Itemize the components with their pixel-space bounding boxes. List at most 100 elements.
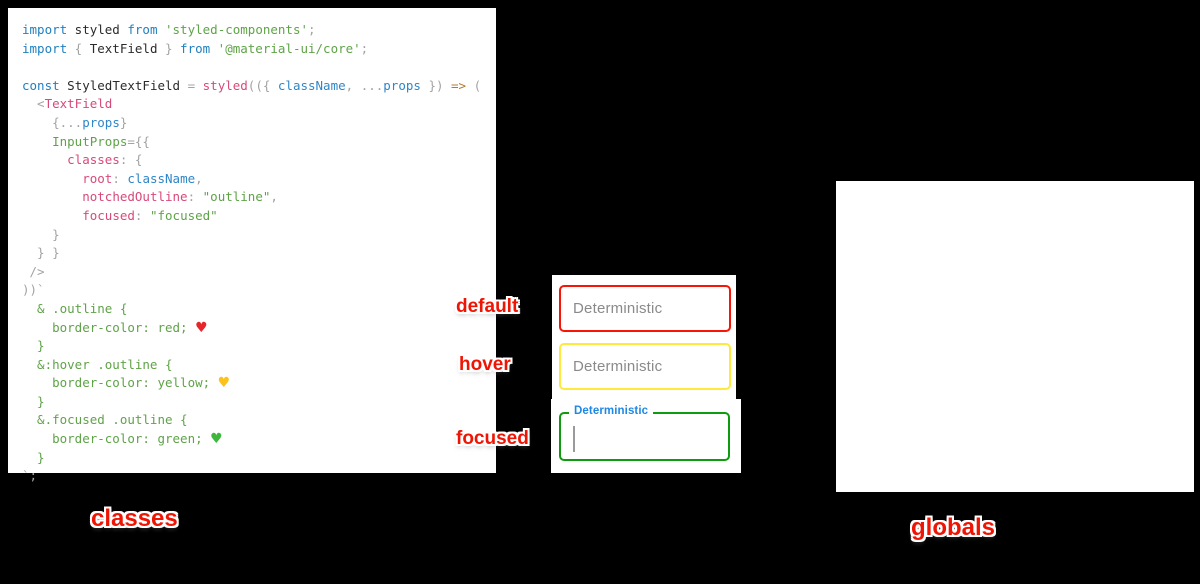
code-token-pun: } }	[22, 245, 60, 261]
code-line: }	[22, 337, 481, 356]
code-token-pun: />	[22, 263, 45, 279]
code-line: InputProps={{	[22, 133, 481, 152]
code-token-pun	[22, 189, 82, 204]
code-token-pun: ;	[360, 40, 369, 56]
code-token-kw: from	[180, 40, 211, 56]
code-token-str: border-color: green;	[22, 431, 211, 447]
code-token-pun: : {	[119, 152, 143, 168]
code-token-pun: })	[420, 77, 452, 93]
code-token-str: & .outline {	[22, 300, 128, 316]
code-token-kw: import	[22, 40, 68, 56]
text-cursor	[573, 426, 575, 452]
code-token-pun: , ...	[345, 77, 384, 93]
globals-code-panel: import styled from 'styled-components';i…	[836, 181, 1194, 492]
default-state-label: default	[456, 296, 519, 317]
code-token-str: "outline"	[202, 189, 271, 205]
code-line: }	[22, 449, 481, 468]
code-token-id: props	[82, 114, 120, 130]
code-token-pun: {...	[22, 114, 83, 130]
code-line: root: className,	[22, 170, 481, 189]
globals-caption: globals	[911, 514, 996, 541]
code-token-pun: `;	[22, 468, 38, 484]
placeholder-text: Deterministic	[573, 300, 663, 317]
code-token-str: }	[22, 449, 45, 465]
code-line: />	[22, 263, 481, 282]
code-line: border-color: yellow; ♥	[22, 374, 481, 393]
code-token-pun: ={{	[127, 133, 150, 149]
code-token-pun: }	[119, 114, 128, 130]
code-token-pun: ,	[270, 189, 278, 205]
code-token-str: 'styled-components'	[157, 22, 308, 37]
code-token-txt: StyledTextField	[59, 77, 188, 93]
code-token-kw: from	[127, 22, 158, 37]
code-token-pun: :	[187, 189, 203, 205]
textfield-default[interactable]: Deterministic	[559, 285, 731, 332]
code-token-pun: :	[112, 170, 128, 186]
placeholder-text: Deterministic	[573, 358, 663, 375]
code-line: &:hover .outline {	[22, 356, 481, 375]
code-token-pun: ))`	[22, 282, 45, 298]
code-line: import { TextField } from '@material-ui/…	[22, 40, 481, 59]
code-token-pun: {	[67, 40, 90, 56]
code-token-pink: styled	[202, 77, 248, 93]
code-token-str: "focused"	[149, 207, 218, 223]
code-token-pun	[22, 152, 67, 167]
floating-field-label: Deterministic	[569, 405, 654, 417]
code-line: import styled from 'styled-components';	[22, 21, 481, 40]
code-line: }	[22, 393, 481, 412]
code-token-txt: styled	[67, 22, 128, 37]
code-token-pun: ;	[308, 22, 316, 37]
code-token-pun	[22, 134, 52, 149]
code-token-id: className	[127, 170, 196, 186]
classes-code: import styled from 'styled-components';i…	[22, 21, 481, 486]
code-line: `;	[22, 467, 481, 486]
code-line: notchedOutline: "outline",	[22, 188, 481, 207]
classes-code-panel: import styled from 'styled-components';i…	[8, 8, 496, 483]
code-token-hr: ♥	[195, 319, 208, 336]
code-token-txt: TextField	[89, 40, 158, 56]
code-token-str: '@material-ui/core'	[210, 40, 361, 56]
code-token-pun: }	[22, 226, 60, 242]
code-token-str: }	[22, 393, 45, 409]
code-token-pink: notchedOutline	[82, 189, 188, 205]
code-token-str: }	[22, 338, 45, 354]
code-token-str: &:hover .outline {	[22, 356, 173, 372]
code-token-id: props	[383, 77, 421, 93]
code-token-pun	[22, 208, 82, 223]
code-line: &.focused .outline {	[22, 411, 481, 430]
code-token-pink: root	[82, 170, 113, 186]
code-line: <TextField	[22, 95, 481, 114]
code-token-pink: focused	[82, 207, 135, 223]
code-line: } }	[22, 244, 481, 263]
code-token-kw: const	[22, 77, 60, 93]
code-token-str: border-color: red;	[22, 319, 196, 335]
code-token-pun: (	[466, 77, 482, 93]
code-token-str: border-color: yellow;	[22, 375, 218, 391]
code-token-pun: <	[22, 96, 45, 112]
code-line: {...props}	[22, 114, 481, 133]
code-line: & .outline {	[22, 300, 481, 319]
code-token-hy: ♥	[217, 375, 231, 392]
textfield-hover[interactable]: Deterministic	[559, 343, 731, 390]
code-token-hg: ♥	[210, 431, 223, 448]
code-line: border-color: green; ♥	[22, 430, 481, 449]
code-line: focused: "focused"	[22, 207, 481, 226]
code-line	[22, 58, 481, 77]
classes-caption: classes	[91, 505, 178, 532]
textfield-focused[interactable]: Deterministic	[559, 405, 730, 461]
code-token-org: =>	[451, 77, 467, 93]
code-line: }	[22, 226, 481, 245]
code-line: classes: {	[22, 151, 481, 170]
code-token-pink: TextField	[44, 96, 113, 112]
code-token-pun: :	[134, 207, 150, 223]
hover-state-label: hover	[459, 354, 511, 375]
code-token-str: InputProps	[52, 133, 128, 149]
code-token-pun: }	[157, 40, 181, 56]
code-token-kw: import	[22, 22, 68, 37]
code-line: border-color: red; ♥	[22, 319, 481, 338]
code-token-id: className	[277, 77, 346, 93]
code-token-pink: classes	[67, 152, 120, 168]
code-token-pun: =	[187, 77, 203, 93]
code-token-pun	[22, 171, 82, 186]
